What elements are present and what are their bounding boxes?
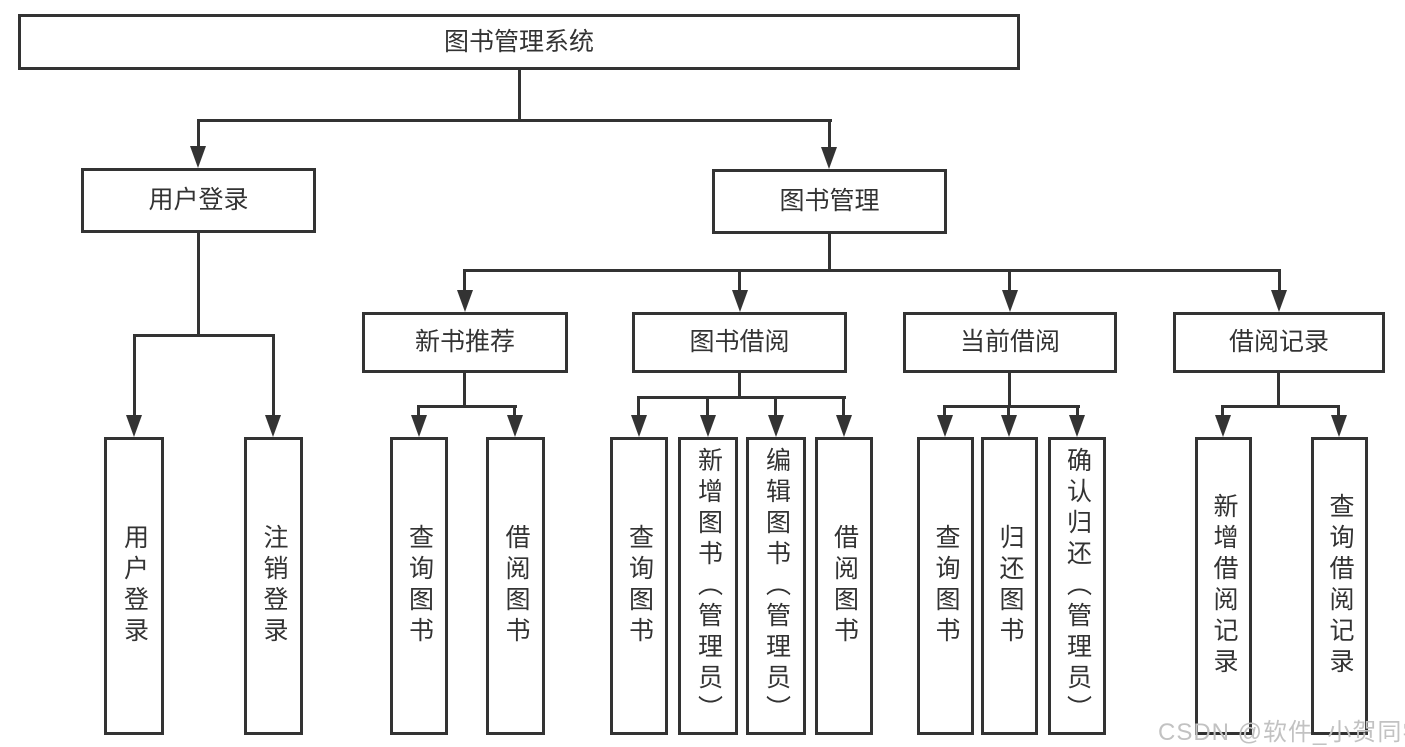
arrow-down-icon — [190, 146, 206, 168]
arrow-down-icon — [732, 290, 748, 312]
connector-line — [943, 405, 946, 419]
connector-line — [828, 234, 831, 272]
leaf-add-books-admin: 新增图书（管理员） — [678, 437, 738, 735]
arrow-down-icon — [1069, 415, 1085, 437]
arrow-down-icon — [411, 415, 427, 437]
connector-line — [417, 405, 517, 408]
leaf-query-books-current: 查询图书 — [917, 437, 974, 735]
leaf-add-borrow-record: 新增借阅记录 — [1195, 437, 1252, 735]
arrow-down-icon — [700, 415, 716, 437]
node-book-management: 图书管理 — [712, 169, 947, 234]
leaf-edit-books-admin: 编辑图书（管理员） — [746, 437, 806, 735]
arrow-down-icon — [768, 415, 784, 437]
connector-line — [1007, 405, 1010, 419]
connector-line — [463, 269, 1281, 272]
connector-line — [706, 396, 709, 419]
leaf-borrow-books-recommend: 借阅图书 — [486, 437, 545, 735]
node-user-login: 用户登录 — [81, 168, 316, 233]
connector-line — [637, 396, 640, 419]
csdn-watermark: CSDN @软件_小贺同学 — [1158, 719, 1405, 746]
arrow-down-icon — [1001, 415, 1017, 437]
leaf-query-books-borrow: 查询图书 — [610, 437, 668, 735]
connector-line — [1076, 405, 1079, 419]
connector-line — [133, 334, 275, 337]
connector-line — [133, 334, 136, 417]
node-book-borrow: 图书借阅 — [632, 312, 847, 373]
connector-line — [738, 269, 741, 292]
arrow-down-icon — [507, 415, 523, 437]
arrow-down-icon — [1271, 290, 1287, 312]
connector-line — [518, 70, 521, 121]
arrow-down-icon — [1002, 290, 1018, 312]
connector-line — [774, 396, 777, 419]
connector-line — [637, 396, 846, 399]
connector-line — [197, 119, 200, 150]
leaf-user-login: 用户登录 — [104, 437, 164, 735]
arrow-down-icon — [1215, 415, 1231, 437]
connector-line — [738, 373, 741, 399]
leaf-borrow-books: 借阅图书 — [815, 437, 873, 735]
connector-line — [1008, 269, 1011, 292]
arrow-down-icon — [126, 415, 142, 437]
connector-line — [513, 405, 516, 419]
connector-line — [197, 233, 200, 336]
arrow-down-icon — [821, 147, 837, 169]
connector-line — [197, 119, 832, 122]
connector-line — [1221, 405, 1224, 419]
leaf-confirm-return-admin: 确认归还（管理员） — [1048, 437, 1106, 735]
connector-line — [1337, 405, 1340, 419]
connector-line — [272, 334, 275, 417]
node-new-book-recommend: 新书推荐 — [362, 312, 568, 373]
leaf-logout: 注销登录 — [244, 437, 303, 735]
leaf-query-borrow-record: 查询借阅记录 — [1311, 437, 1368, 735]
connector-line — [463, 373, 466, 408]
connector-line — [1008, 373, 1011, 408]
connector-line — [1221, 405, 1340, 408]
arrow-down-icon — [631, 415, 647, 437]
node-current-borrow: 当前借阅 — [903, 312, 1117, 373]
connector-line — [1278, 269, 1281, 292]
connector-line — [943, 405, 1080, 408]
arrow-down-icon — [457, 290, 473, 312]
connector-line — [1277, 373, 1280, 408]
arrow-down-icon — [265, 415, 281, 437]
leaf-query-books-recommend: 查询图书 — [390, 437, 448, 735]
node-borrow-record: 借阅记录 — [1173, 312, 1385, 373]
connector-line — [828, 119, 831, 150]
node-root: 图书管理系统 — [18, 14, 1020, 70]
arrow-down-icon — [937, 415, 953, 437]
leaf-return-books: 归还图书 — [981, 437, 1038, 735]
arrow-down-icon — [836, 415, 852, 437]
connector-line — [417, 405, 420, 419]
connector-line — [842, 396, 845, 419]
connector-line — [463, 269, 466, 292]
arrow-down-icon — [1331, 415, 1347, 437]
